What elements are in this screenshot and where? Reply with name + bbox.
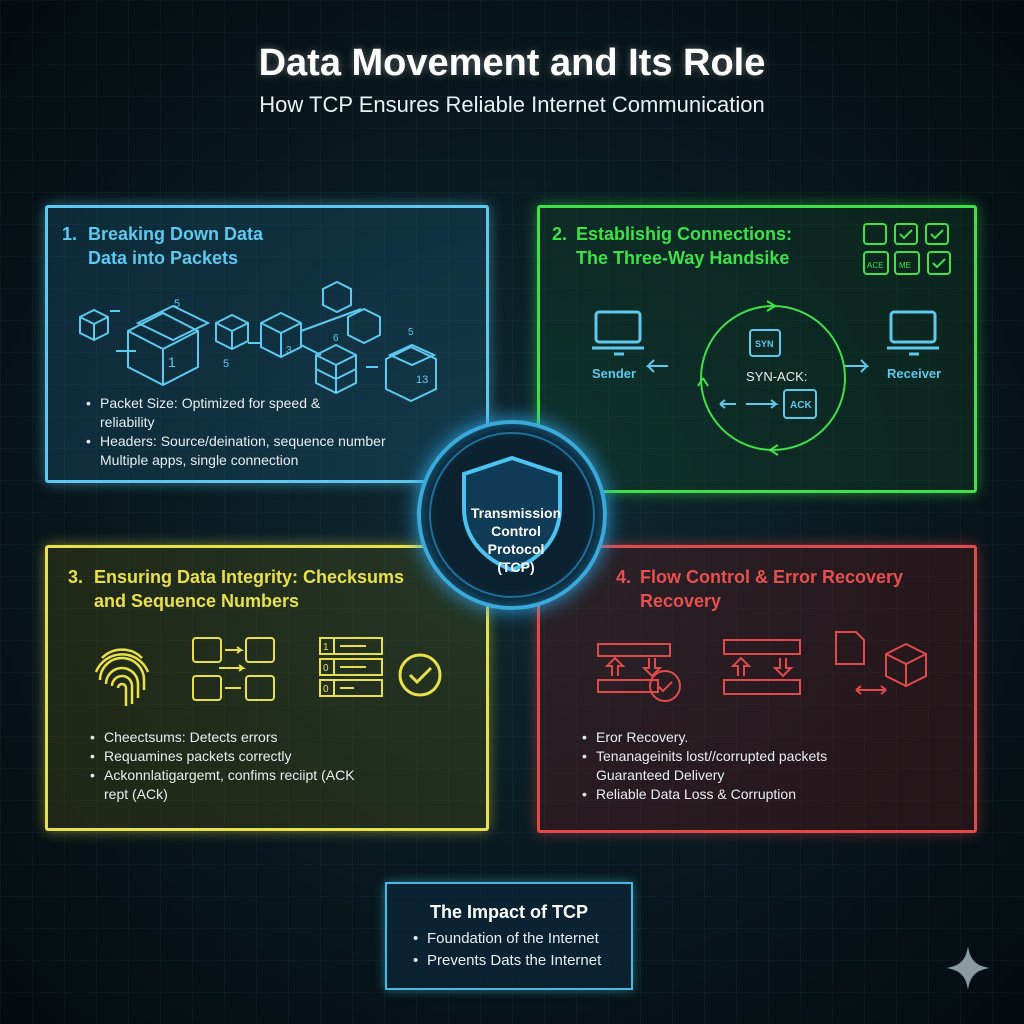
svg-text:0: 0 xyxy=(323,663,329,674)
numbered-list-icon: 1 0 0 xyxy=(319,637,383,697)
svg-text:6: 6 xyxy=(333,333,339,344)
integrity-bullets: Cheectsums: Detects errors Requamines pa… xyxy=(88,728,355,804)
check-circle-icon xyxy=(398,653,442,697)
impact-box: The Impact of TCP Foundation of the Inte… xyxy=(385,882,633,990)
svg-text:SYN: SYN xyxy=(755,339,774,349)
receiver-label: Receiver xyxy=(887,366,942,381)
flow-control-icons xyxy=(597,631,927,702)
flow-control-bullets: Eror Recovery. Tenanageinits lost//corru… xyxy=(580,728,827,804)
shield-icon xyxy=(429,432,595,598)
page-subtitle: How TCP Ensures Reliable Internet Commun… xyxy=(259,92,765,117)
packet-boxes-icon: 1 5 5 3 6 5 13 xyxy=(79,280,437,403)
sender-label: Sender xyxy=(592,366,637,381)
panel-title: 2. Establishig Connections:The Three-Way… xyxy=(552,224,793,268)
svg-text:1: 1 xyxy=(323,642,329,653)
page-title: Data Movement and Its Role xyxy=(258,42,766,84)
sparkle-icon xyxy=(946,946,990,990)
document-check-icons: ACE ME xyxy=(863,223,951,275)
svg-text:5: 5 xyxy=(408,327,414,338)
handshake-cycle-diagram: SYN ACK xyxy=(645,300,870,456)
svg-text:1: 1 xyxy=(168,354,176,370)
svg-text:0: 0 xyxy=(323,684,329,695)
svg-text:ME: ME xyxy=(899,261,911,270)
sender-computer-icon xyxy=(592,310,644,356)
impact-title: The Impact of TCP xyxy=(429,902,588,922)
svg-text:13: 13 xyxy=(416,374,428,386)
svg-text:ACE: ACE xyxy=(867,261,883,270)
sequence-reorder-icon xyxy=(192,637,275,701)
receiver-computer-icon xyxy=(887,310,939,356)
impact-bullets: Foundation of the Internet Prevents Dats… xyxy=(411,928,601,972)
svg-text:5: 5 xyxy=(174,298,180,310)
syn-ack-label: SYN-ACK: xyxy=(746,369,808,384)
svg-text:ACK: ACK xyxy=(790,400,812,411)
svg-text:3: 3 xyxy=(286,345,292,356)
panel-handshake: 2. Establishig Connections:The Three-Way… xyxy=(537,205,977,493)
fingerprint-icon xyxy=(94,648,150,706)
svg-text:5: 5 xyxy=(223,358,229,370)
packet-bullets: Packet Size: Optimized for speed & relia… xyxy=(84,394,386,470)
